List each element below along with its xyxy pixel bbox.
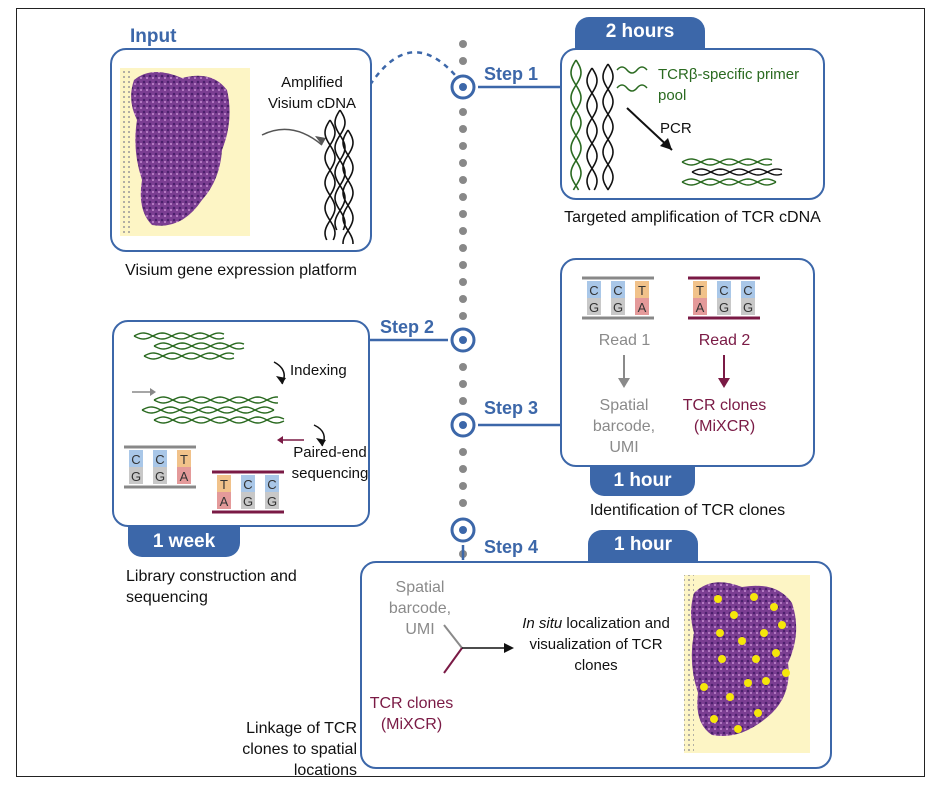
svg-text:T: T xyxy=(638,283,646,298)
step3-time-tab: 1 hour xyxy=(590,466,695,496)
step4-graphic xyxy=(443,575,810,753)
input-title: Input xyxy=(130,26,177,47)
input-box: Amplified Visium cDNA xyxy=(110,48,372,252)
step1-time-tab: 2 hours xyxy=(575,17,705,49)
input-caption: Visium gene expression platform xyxy=(125,262,357,279)
svg-text:G: G xyxy=(155,469,165,484)
svg-text:G: G xyxy=(743,300,753,315)
step4-node xyxy=(450,517,476,543)
sequencing-label: Paired-end sequencing xyxy=(291,444,369,482)
step2-time-tab: 1 week xyxy=(128,527,240,557)
step2-label: Step 2 xyxy=(380,317,435,337)
insitu-em: In situ xyxy=(522,615,563,632)
read2-label: Read 2 xyxy=(698,332,751,349)
read1-spatial: Spatial barcode, UMI xyxy=(592,397,656,456)
step2-node xyxy=(450,327,476,353)
svg-text:A: A xyxy=(220,494,229,509)
step4-caption: Linkage of TCR clones to spatial locatio… xyxy=(242,720,357,779)
primer-label: TCRβ-specific primer pool xyxy=(658,66,800,104)
step1-caption: Targeted amplification of TCR cDNA xyxy=(564,209,821,226)
step1-label: Step 1 xyxy=(484,64,539,84)
step3-caption: Identification of TCR clones xyxy=(589,502,786,519)
svg-text:C: C xyxy=(719,283,728,298)
svg-text:C: C xyxy=(589,283,598,298)
svg-text:C: C xyxy=(131,452,140,467)
step3-label: Step 3 xyxy=(484,398,539,418)
cdna-label: Amplified Visium cDNA xyxy=(267,74,357,112)
step1-graphic xyxy=(570,59,783,191)
svg-text:A: A xyxy=(180,469,189,484)
step4-box: Spatial barcode, UMI TCR clones (MiXCR) … xyxy=(360,561,832,769)
svg-text:C: C xyxy=(243,477,252,492)
step2-caption: Library construction and sequencing xyxy=(126,568,297,606)
step1-box: TCRβ-specific primer pool PCR xyxy=(560,48,825,200)
svg-text:G: G xyxy=(613,300,623,315)
step1-node xyxy=(450,74,476,100)
pcr-label: PCR xyxy=(660,120,692,137)
svg-text:T: T xyxy=(180,452,188,467)
svg-text:G: G xyxy=(589,300,599,315)
figure-frame xyxy=(16,8,925,777)
step4-clones: TCR clones (MiXCR) xyxy=(369,695,454,733)
svg-text:G: G xyxy=(243,494,253,509)
step4-label: Step 4 xyxy=(484,537,539,557)
step4-spatial: Spatial barcode, UMI xyxy=(388,579,452,638)
cdna-helices xyxy=(261,109,354,245)
svg-text:T: T xyxy=(696,283,704,298)
svg-text:T: T xyxy=(220,477,228,492)
read1-label: Read 1 xyxy=(598,332,651,349)
svg-text:C: C xyxy=(267,477,276,492)
timeline-dots xyxy=(459,40,467,558)
svg-text:G: G xyxy=(131,469,141,484)
input-arc xyxy=(368,51,456,86)
step3-node xyxy=(450,412,476,438)
read2-clones: TCR clones (MiXCR) xyxy=(682,397,767,435)
svg-text:G: G xyxy=(719,300,729,315)
svg-text:A: A xyxy=(638,300,647,315)
tissue-image xyxy=(120,68,250,236)
svg-text:A: A xyxy=(696,300,705,315)
step4-time-tab: 1 hour xyxy=(588,530,698,562)
svg-text:G: G xyxy=(267,494,277,509)
insitu-rest: localization and visualization of TCR cl… xyxy=(529,615,670,674)
svg-text:C: C xyxy=(155,452,164,467)
insitu-label: In situ localization and visualization o… xyxy=(512,613,680,676)
svg-text:C: C xyxy=(743,283,752,298)
svg-text:C: C xyxy=(613,283,622,298)
indexing-label: Indexing xyxy=(290,362,347,379)
